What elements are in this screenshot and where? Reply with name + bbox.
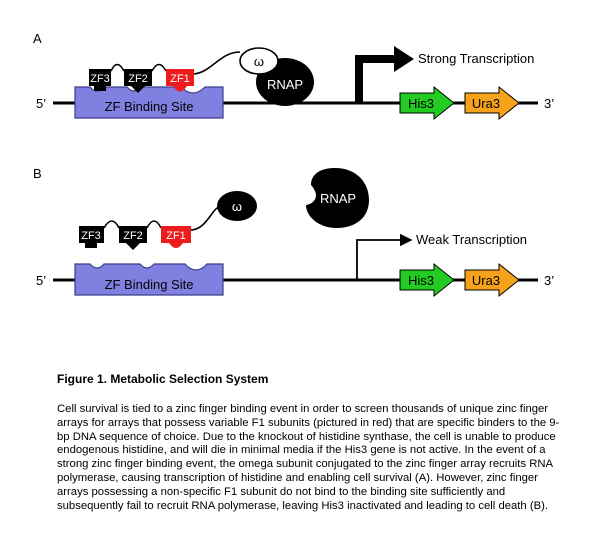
panel-a-5prime: 5’ xyxy=(36,96,46,111)
panel-b-zf-linkers xyxy=(103,220,162,229)
panel-a-zf1 xyxy=(166,69,194,86)
figure-caption-title: Figure 1. Metabolic Selection System xyxy=(57,372,269,386)
panel-a-zf2-label: ZF2 xyxy=(128,73,148,85)
panel-a: A 5’ 3’ ZF Binding Site ZF3 ZF2 ZF1 RNAP… xyxy=(33,31,554,121)
panel-a-zf1-label: ZF1 xyxy=(170,73,190,85)
panel-b-zf-binding-site xyxy=(74,263,224,296)
panel-a-his3-gene xyxy=(399,85,455,121)
panel-a-promoter-arrowhead xyxy=(394,46,414,72)
panel-b-his3-label: His3 xyxy=(408,273,434,288)
panel-b-zf-site-label: ZF Binding Site xyxy=(105,277,194,292)
panel-b-zf2-tab xyxy=(126,243,140,250)
panel-a-zf1-tab xyxy=(173,86,187,92)
panel-a-ura3-label: Ura3 xyxy=(472,96,500,111)
panel-b-rnap xyxy=(306,168,369,228)
panel-a-3prime: 3’ xyxy=(544,96,554,111)
panel-b-zf3-label: ZF3 xyxy=(81,230,101,242)
panel-a-promoter-arrow-stem xyxy=(355,55,397,103)
panel-a-zf2-tab xyxy=(131,86,145,93)
panel-a-label: A xyxy=(33,31,42,46)
panel-b-zf3-tab xyxy=(85,242,97,248)
panel-b: B 5’ 3’ ZF Binding Site ZF3 ZF2 ZF1 ω RN… xyxy=(33,166,554,298)
panel-a-transcription-label: Strong Transcription xyxy=(418,51,534,66)
panel-a-omega-linker xyxy=(193,51,241,75)
panel-b-transcription-label: Weak Transcription xyxy=(416,232,527,247)
panel-b-omega xyxy=(217,191,257,221)
panel-a-zf3-tab xyxy=(94,85,106,91)
panel-b-his3-gene xyxy=(399,262,455,298)
panel-b-omega-linker xyxy=(190,205,223,231)
panel-a-zf3-label: ZF3 xyxy=(90,73,110,85)
panel-b-zf2 xyxy=(119,226,147,243)
panel-a-zf-linkers xyxy=(110,63,167,72)
panel-b-zf1 xyxy=(161,226,191,243)
panel-a-zf2 xyxy=(124,69,152,86)
panel-b-zf1-label: ZF1 xyxy=(166,230,186,242)
panel-a-omega xyxy=(239,47,279,75)
panel-a-zf-site-label: ZF Binding Site xyxy=(105,99,194,114)
panel-b-3prime: 3’ xyxy=(544,273,554,288)
panel-a-his3-label: His3 xyxy=(408,96,434,111)
panel-a-rnap-label: RNAP xyxy=(267,77,303,92)
panel-a-ura3-gene xyxy=(464,85,520,121)
panel-a-omega-label: ω xyxy=(254,54,264,69)
panel-b-omega-label: ω xyxy=(232,199,242,214)
figure-caption-body: Cell survival is tied to a zinc finger b… xyxy=(57,403,560,512)
panel-b-ura3-gene xyxy=(464,262,520,298)
selection-diagram: A 5’ 3’ ZF Binding Site ZF3 ZF2 ZF1 RNAP… xyxy=(33,31,554,298)
panel-b-label: B xyxy=(33,166,42,181)
panel-b-zf2-label: ZF2 xyxy=(123,230,143,242)
panel-b-zf1-tab xyxy=(169,243,183,248)
panel-b-promoter-arrow xyxy=(356,233,413,280)
panel-a-zf3 xyxy=(89,69,111,86)
panel-b-zf3 xyxy=(79,226,104,243)
panel-b-5prime: 5’ xyxy=(36,273,46,288)
panel-b-rnap-label: RNAP xyxy=(320,191,356,206)
panel-b-ura3-label: Ura3 xyxy=(472,273,500,288)
